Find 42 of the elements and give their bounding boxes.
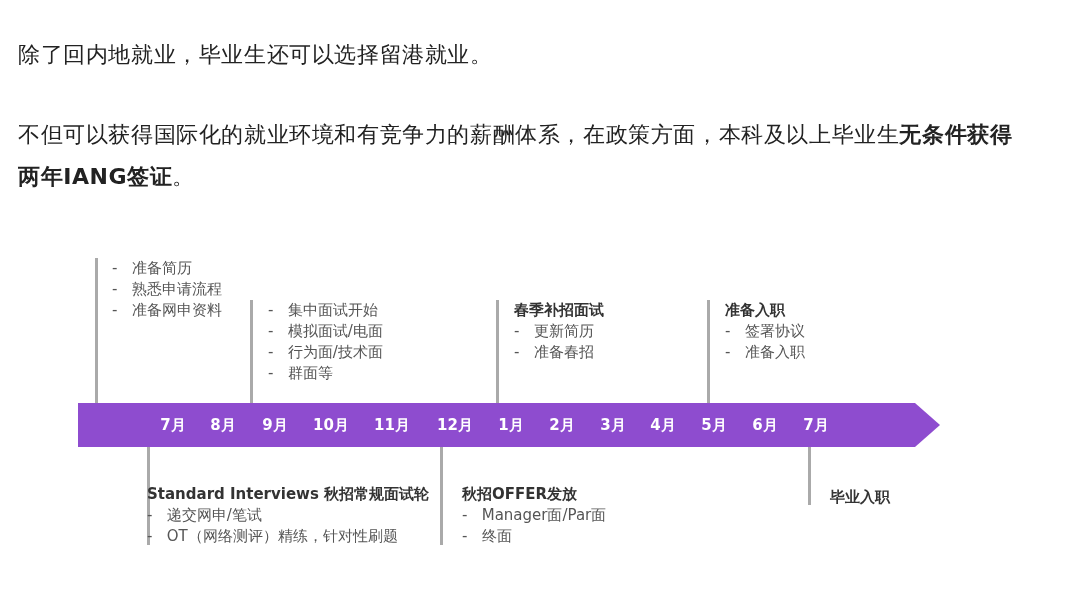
month-label: 8月 (210, 416, 236, 434)
month-label: 7月 (160, 416, 186, 434)
stage-heading: 春季补招面试 (514, 300, 605, 321)
month-label: 7月 (803, 416, 829, 434)
month-label: 3月 (600, 416, 626, 434)
list-item: - 行为面/技术面 (268, 342, 384, 363)
list-item: - 群面等 (268, 363, 334, 384)
month-label: 2月 (549, 416, 575, 434)
stage-heading: 毕业入职 (830, 487, 891, 508)
connector-line (95, 258, 98, 403)
stage-heading: 秋招OFFER发放 (462, 484, 579, 505)
list-item: - 终面 (462, 526, 513, 547)
list-item: - 熟悉申请流程 (112, 279, 223, 300)
stage-heading: 准备入职 (725, 300, 786, 321)
month-label: 10月 (313, 416, 349, 434)
list-item: - 更新简历 (514, 321, 595, 342)
list-item: - 准备网申资料 (112, 300, 223, 321)
list-item: - 集中面试开始 (268, 300, 379, 321)
connector-line (147, 447, 150, 545)
paragraph: 不但可以获得国际化的就业环境和有竞争力的薪酬体系，在政策方面，本科及以上毕业生无条件获得两年IANG签证。 (18, 121, 1014, 191)
list-item: - 准备春招 (514, 342, 595, 363)
list-item: - 递交网申/笔试 (147, 505, 263, 526)
connector-line (808, 447, 811, 505)
list-item: - 准备入职 (725, 342, 806, 363)
list-item: - OT（网络测评）精练，针对性刷题 (147, 526, 399, 547)
connector-line (250, 300, 253, 403)
list-item: - 准备简历 (112, 258, 193, 279)
list-item: - Manager面/Par面 (462, 505, 608, 526)
connector-line (496, 300, 499, 403)
stage-heading: Standard Interviews 秋招常规面试轮 (147, 484, 431, 505)
list-item: - 模拟面试/电面 (268, 321, 384, 342)
connector-line (440, 447, 443, 545)
month-label: 5月 (701, 416, 727, 434)
month-label: 1月 (498, 416, 524, 434)
month-label: 12月 (437, 416, 473, 434)
month-label: 11月 (374, 416, 410, 434)
list-item: - 签署协议 (725, 321, 806, 342)
paragraph: 除了回内地就业，毕业生还可以选择留港就业。 (18, 41, 494, 69)
connector-line (707, 300, 710, 403)
month-label: 4月 (650, 416, 676, 434)
month-label: 6月 (752, 416, 778, 434)
month-label: 9月 (262, 416, 288, 434)
